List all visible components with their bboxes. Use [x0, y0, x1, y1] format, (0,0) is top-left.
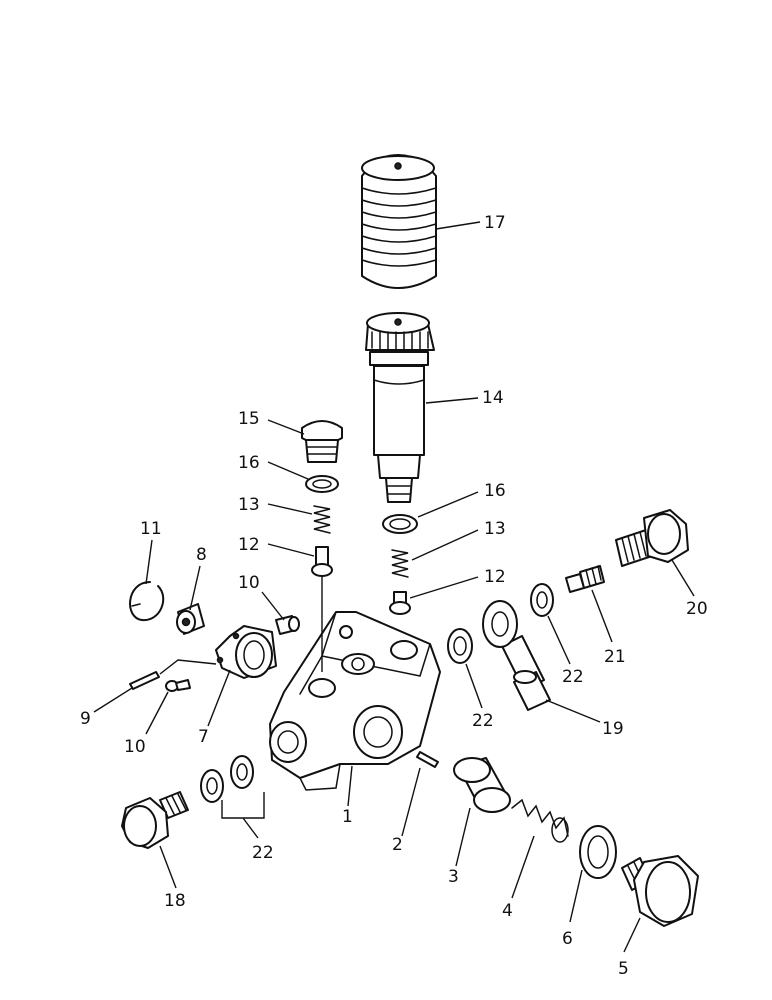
callout-22-right: 22 — [562, 667, 584, 687]
callout-12-right: 12 — [484, 567, 506, 587]
part-16-washer-right — [382, 514, 418, 534]
leader-17 — [435, 221, 481, 230]
part-1-pump-body — [269, 611, 441, 791]
leader-6 — [569, 869, 583, 923]
leader-15 — [267, 419, 305, 435]
part-22-washer-mid-hole — [453, 636, 467, 656]
part-18-plug — [121, 791, 189, 849]
part-7-lever — [215, 625, 277, 679]
callout-5: 5 — [618, 959, 629, 979]
leader-8 — [189, 565, 201, 611]
part-17-bellows — [361, 154, 437, 289]
leader-2 — [401, 767, 421, 837]
part-20-bolt — [615, 509, 689, 567]
callout-13-left: 13 — [238, 495, 260, 515]
callout-10-upper: 10 — [238, 573, 260, 593]
part-16-washer-left — [305, 475, 339, 493]
leader-14 — [425, 397, 479, 404]
part-12-check-valve-right — [389, 591, 411, 615]
part-4-spring — [511, 798, 569, 837]
part-11-snap-ring — [129, 581, 165, 622]
callout-20: 20 — [686, 599, 708, 619]
leader-13a — [267, 503, 313, 515]
part-10-pin-lower — [165, 679, 191, 692]
part-22-washer-left-b-hole — [236, 763, 248, 781]
part-11-snap-ring-gap — [131, 603, 141, 607]
callout-6: 6 — [562, 929, 573, 949]
part-22-washer-right — [530, 583, 554, 617]
leader-21 — [591, 589, 613, 643]
part-19-banjo-fitting — [482, 600, 551, 711]
leader-10a — [261, 591, 285, 621]
part-9-pin — [129, 671, 160, 690]
part-16-washer-left-hole — [312, 479, 332, 489]
part-22-washer-left-b — [230, 755, 254, 789]
callout-3: 3 — [448, 867, 459, 887]
callout-10-lower: 10 — [124, 737, 146, 757]
leader-9 — [93, 687, 133, 713]
leader-19 — [545, 699, 601, 723]
part-22-washer-mid — [447, 628, 473, 664]
leader-22-mid — [465, 663, 483, 709]
part-22-washer-right-hole — [536, 591, 548, 609]
callout-22-left: 22 — [252, 843, 274, 863]
part-13-spring-right — [391, 549, 409, 578]
assembly-line-9 — [159, 659, 217, 675]
part-2-pin — [416, 751, 439, 768]
leader-22-left — [221, 792, 265, 839]
part-21-bolt — [565, 565, 605, 593]
leader-7 — [207, 669, 231, 727]
callout-15: 15 — [238, 409, 260, 429]
callout-16-right: 16 — [484, 481, 506, 501]
part-22-washer-left-a-hole — [206, 777, 218, 795]
callout-9: 9 — [80, 709, 91, 729]
callout-12-left: 12 — [238, 535, 260, 555]
leader-12a — [267, 543, 315, 557]
part-15-plug — [301, 420, 343, 463]
callout-17: 17 — [484, 213, 506, 233]
leader-4 — [511, 835, 535, 899]
leader-13b — [411, 529, 479, 561]
callout-18: 18 — [164, 891, 186, 911]
part-3-sleeve — [453, 757, 511, 813]
callout-19: 19 — [602, 719, 624, 739]
part-4-spring-end — [551, 817, 569, 843]
callout-4: 4 — [502, 901, 513, 921]
leader-10b — [145, 691, 169, 735]
leader-12b — [409, 576, 479, 599]
leader-11 — [145, 539, 153, 585]
callout-1: 1 — [342, 807, 353, 827]
callout-7: 7 — [198, 727, 209, 747]
leader-5 — [623, 917, 641, 953]
callout-11: 11 — [140, 519, 162, 539]
callout-14: 14 — [482, 388, 504, 408]
callout-16-left: 16 — [238, 453, 260, 473]
leader-16a — [267, 461, 309, 480]
part-5-plug — [621, 855, 699, 927]
leader-1 — [347, 765, 353, 807]
part-6-washer-hole — [587, 835, 609, 869]
part-14-priming-pump — [365, 312, 435, 503]
leader-22-right — [547, 615, 571, 665]
leader-3 — [455, 807, 471, 867]
callout-22-mid: 22 — [472, 711, 494, 731]
part-12-check-valve-left — [311, 546, 333, 577]
leader-20 — [671, 559, 695, 597]
part-10-pin-upper — [275, 615, 300, 635]
part-13-spring-left — [313, 505, 331, 534]
leader-18 — [159, 845, 177, 889]
part-16-washer-right-hole — [389, 518, 411, 530]
callout-8: 8 — [196, 545, 207, 565]
part-22-washer-left-a — [200, 769, 224, 803]
callout-2: 2 — [392, 835, 403, 855]
part-6-washer — [579, 825, 617, 879]
leader-16b — [417, 491, 479, 518]
callout-13-right: 13 — [484, 519, 506, 539]
callout-21: 21 — [604, 647, 626, 667]
